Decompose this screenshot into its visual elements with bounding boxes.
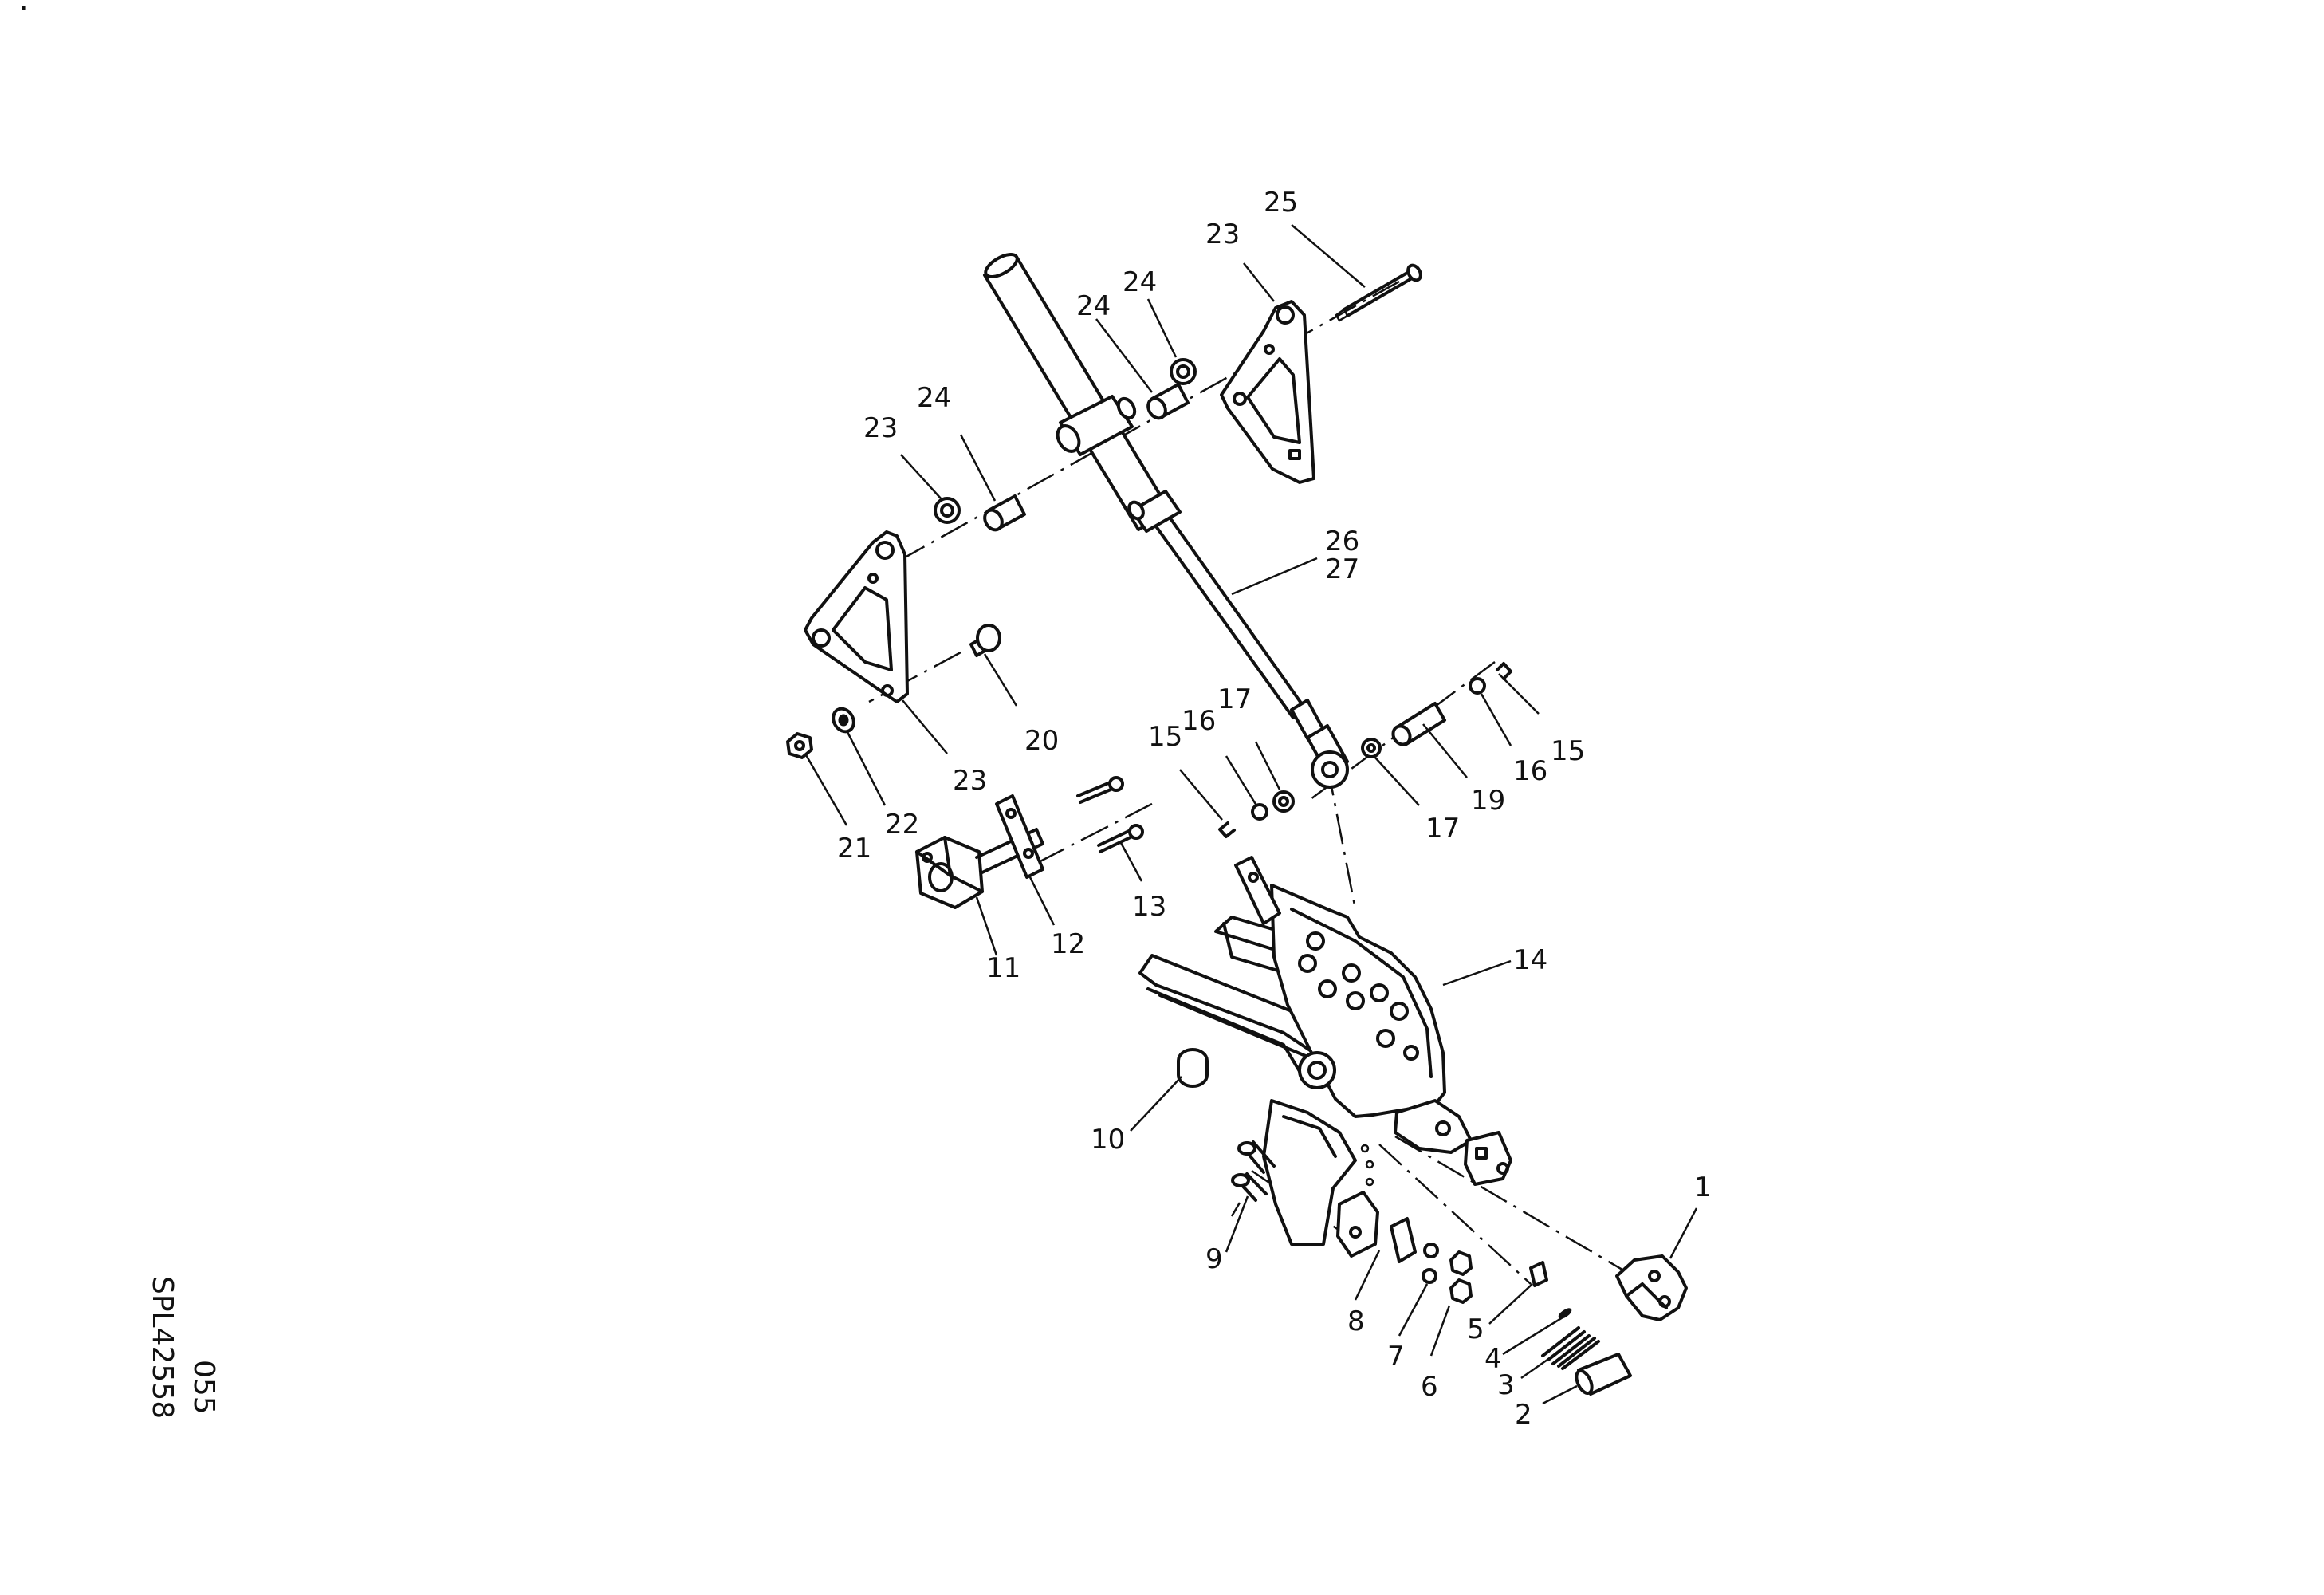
- clamp-plate-12: [995, 794, 1044, 879]
- washer-16-right: [1469, 677, 1486, 695]
- callout-12: 12: [1051, 928, 1085, 960]
- callout-20: 21: [837, 833, 871, 864]
- clip-15-left: [1218, 821, 1236, 838]
- callout-23-lower: 23: [863, 412, 898, 444]
- callout-18: 19: [1471, 785, 1505, 817]
- callout-14: 14: [1513, 944, 1547, 976]
- washer-16-left: [1251, 803, 1268, 821]
- callout-6: 6: [1421, 1371, 1438, 1403]
- leader-lines: [804, 224, 1698, 1405]
- clamp-block-11: [915, 828, 1044, 909]
- spacer-23-upper: [1170, 358, 1197, 385]
- callout-labels: 25 23 24 24 24 23 26 27 20 23 22 21 15 1…: [837, 187, 1712, 1431]
- callout-9: 9: [1205, 1243, 1223, 1275]
- pivot-bracket-lower: [804, 530, 909, 703]
- bushing-18: [1391, 702, 1446, 746]
- block-8: [1336, 1191, 1417, 1263]
- spacer-23-lower: [934, 497, 961, 524]
- drawing-reference: SPL42558 055: [146, 1276, 220, 1419]
- hydraulic-cylinder: [983, 252, 1349, 789]
- nuts-6: [1449, 1250, 1473, 1304]
- callout-26: 26: [1325, 526, 1359, 557]
- bushing-24-lower: [983, 494, 1026, 532]
- bolts-9: [1231, 1140, 1276, 1202]
- bushing-17-left: [1272, 790, 1295, 813]
- spring-3: [1541, 1326, 1600, 1370]
- callout-8: 8: [1347, 1306, 1365, 1337]
- bushing-24-upper: [1146, 383, 1190, 420]
- callout-23-upper: 24: [1123, 266, 1157, 298]
- callout-5: 5: [1467, 1313, 1484, 1345]
- callout-4: 4: [1484, 1343, 1502, 1375]
- callout-19: 20: [1024, 725, 1059, 757]
- callout-17-right: 17: [1425, 813, 1460, 845]
- handle-grip-2: [1575, 1353, 1632, 1396]
- pin-5: [1529, 1261, 1548, 1287]
- callout-3: 3: [1497, 1369, 1515, 1401]
- corner-mark: ·: [19, 0, 28, 25]
- callout-16-right: 16: [1513, 755, 1547, 787]
- ring-4: [1558, 1308, 1572, 1319]
- bolts-13: [1076, 776, 1144, 853]
- drawing-ref-index: 055: [187, 1360, 220, 1415]
- callout-27: 27: [1325, 553, 1359, 585]
- callout-10: 10: [1091, 1124, 1125, 1156]
- washers-7: [1422, 1243, 1439, 1284]
- callout-17-left: 17: [1217, 683, 1252, 715]
- callout-22-lower: 23: [953, 765, 987, 797]
- callout-13: 13: [1132, 891, 1166, 923]
- callout-22-upper: 23: [1205, 219, 1240, 250]
- bushing-17-right: [1361, 738, 1382, 758]
- callout-24-upper: 24: [1076, 290, 1111, 322]
- drawing-ref-code: SPL42558: [146, 1276, 179, 1419]
- pivot-bracket-upper: [1220, 300, 1315, 484]
- callout-11: 11: [986, 952, 1020, 984]
- callout-15-left: 15: [1148, 721, 1182, 753]
- hitch-frame-14: [1138, 856, 1512, 1246]
- callout-21: 22: [885, 809, 919, 841]
- callout-16-left: 16: [1182, 705, 1216, 737]
- bolt-19: [969, 624, 1001, 657]
- washer-21: [832, 707, 855, 734]
- callout-15-right: 15: [1551, 735, 1585, 767]
- callout-25: 25: [1264, 187, 1298, 219]
- buffer-10: [1177, 1048, 1209, 1088]
- callout-1: 1: [1694, 1172, 1712, 1203]
- callout-7: 7: [1387, 1341, 1405, 1372]
- clip-15-right: [1496, 662, 1512, 680]
- callout-24-lower: 24: [917, 382, 951, 414]
- pin-25: [1335, 263, 1422, 322]
- nut-20: [786, 732, 813, 759]
- callout-2: 2: [1515, 1399, 1532, 1431]
- bracket-1: [1615, 1254, 1688, 1321]
